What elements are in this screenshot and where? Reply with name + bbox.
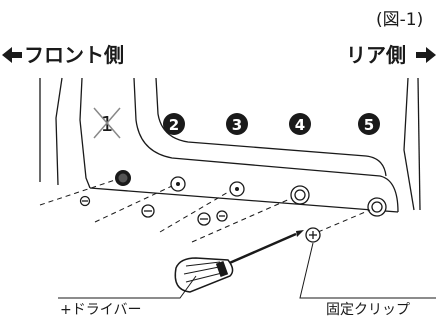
- figure-label: (図-1): [376, 10, 423, 30]
- left-arrow-icon: [2, 47, 22, 63]
- marker-number: 2: [169, 116, 179, 134]
- body-panel-outline: [39, 77, 421, 213]
- panel-edge-line: [55, 77, 63, 186]
- panel-edge-line: [417, 77, 421, 211]
- screwdriver-label: +ドライバー: [60, 302, 141, 318]
- front-side-indicator: フロント側: [2, 43, 124, 67]
- marker-badge: [163, 113, 185, 135]
- panel-bottom-edge: [89, 187, 399, 213]
- screw-marker-2: 2: [163, 113, 185, 135]
- rear-side-indicator: リア側: [346, 43, 436, 67]
- fixing-clip: [197, 212, 211, 226]
- screw-hole-inner: [294, 189, 306, 201]
- marker-badge: [358, 113, 380, 135]
- clip-callout: 固定クリップ: [299, 242, 436, 318]
- front-side-label: フロント側: [24, 43, 124, 67]
- screw-hole-center: [235, 187, 239, 191]
- rear-side-label: リア側: [346, 43, 406, 67]
- screw-holes: [170, 176, 387, 217]
- screwdriver-icon: [174, 230, 304, 293]
- screw-hole-inner: [118, 173, 128, 183]
- screwdriver-tip: [296, 230, 304, 237]
- alignment-guides: [39, 179, 371, 243]
- marker-number: 4: [295, 116, 305, 134]
- fixing-clips: [79, 195, 321, 243]
- handle-ferrule: [215, 261, 229, 277]
- panel-edge-line: [79, 77, 91, 189]
- clip-label: 固定クリップ: [326, 302, 410, 318]
- marker-number: 5: [364, 116, 374, 134]
- fixing-clip: [305, 227, 321, 243]
- guide-line: [317, 209, 371, 233]
- panel-window-contour: [155, 77, 387, 177]
- panel-inner-contour: [133, 77, 399, 213]
- guide-line: [159, 190, 231, 233]
- screw-hole-1: [115, 170, 131, 186]
- marker-number: 3: [232, 116, 242, 134]
- screw-marker-1: 1: [93, 107, 121, 139]
- screwdriver-callout: +ドライバー: [58, 275, 197, 318]
- leader-line: [58, 275, 197, 299]
- screw-marker-5: 5: [358, 113, 380, 135]
- leader-line: [299, 242, 436, 299]
- right-arrow-icon: [416, 47, 436, 63]
- screw-hole-center: [176, 182, 180, 186]
- fixing-clip: [216, 210, 228, 222]
- screwdriver-shaft: [217, 232, 297, 270]
- screw-hole-inner: [371, 201, 383, 213]
- fixing-clip: [141, 204, 155, 218]
- screw-marker-4: 4: [289, 113, 311, 135]
- marker-badge: [226, 113, 248, 135]
- marker-badge: [289, 113, 311, 135]
- guide-line: [39, 179, 116, 206]
- guide-line: [191, 197, 293, 243]
- screw-marker-3: 3: [226, 113, 248, 135]
- panel-edge-line: [403, 77, 415, 211]
- cross-mark-icon: [93, 107, 121, 139]
- handle-groove: [185, 261, 221, 267]
- fixing-clip: [79, 195, 91, 207]
